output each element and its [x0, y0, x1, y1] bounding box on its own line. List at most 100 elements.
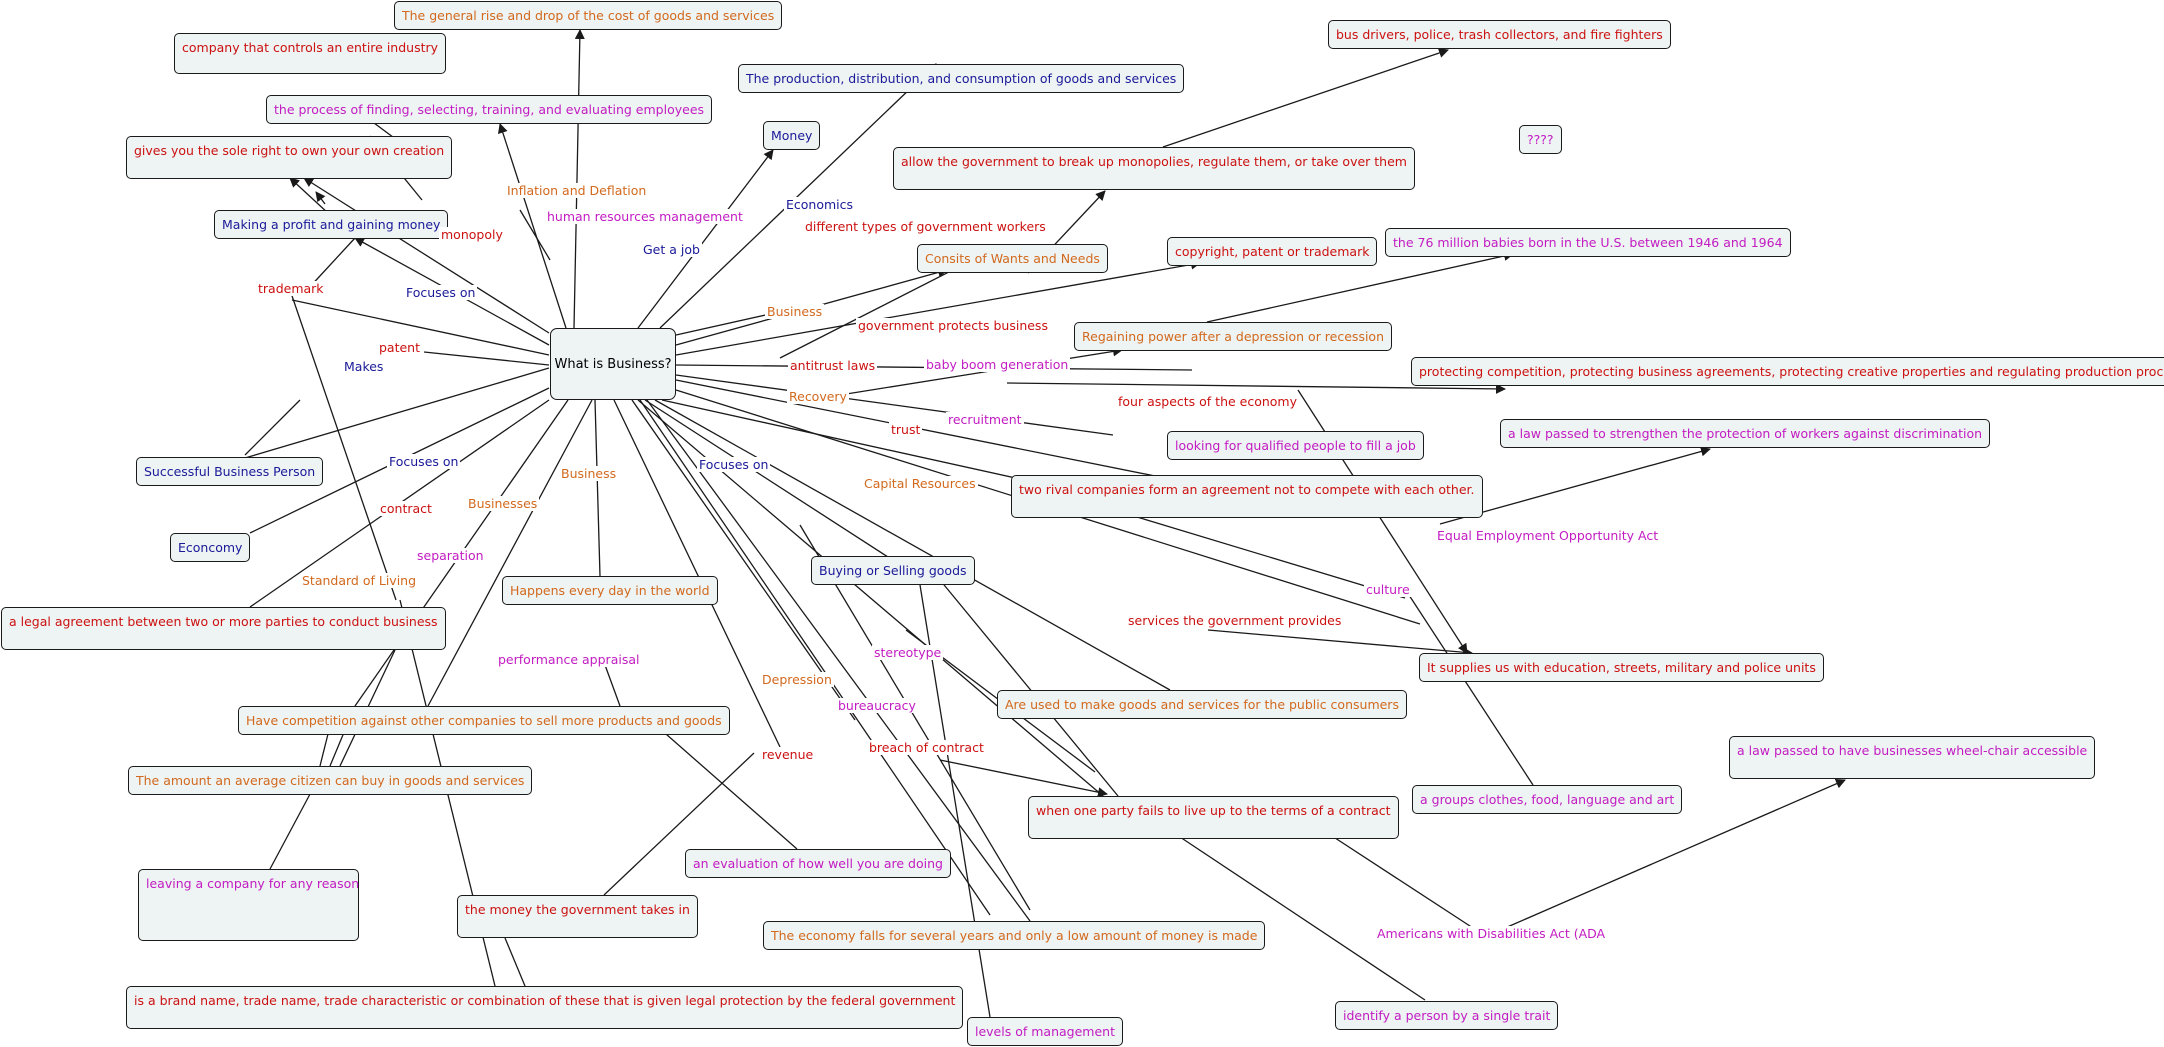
connector-line [1006, 382, 1506, 394]
label-stereotype: stereotype [872, 645, 944, 660]
node-economy-falls[interactable]: The economy falls for several years and … [763, 921, 1266, 950]
node-econcomy[interactable]: Econcomy [170, 533, 251, 562]
label-ada: Americans with Disabilities Act (ADA [1375, 926, 1608, 941]
label-perf-appraisal: performance appraisal [496, 652, 642, 667]
node-sole-right[interactable]: gives you the sole right to own your own… [126, 136, 453, 179]
connector-line [289, 289, 397, 601]
node-levels[interactable]: levels of management [967, 1017, 1123, 1046]
label-trademark: trademark [256, 281, 326, 296]
label-makes: Makes [342, 359, 386, 374]
label-diff-types: different types of government workers [803, 219, 1048, 234]
label-antitrust: antitrust laws [788, 358, 878, 373]
node-competition[interactable]: Have competition against other companies… [238, 706, 730, 735]
node-allow-gov[interactable]: allow the government to break up monopol… [893, 147, 1415, 190]
node-successful[interactable]: Successful Business Person [136, 457, 324, 486]
connector-line [315, 191, 326, 205]
label-inflation: Inflation and Deflation [505, 183, 649, 198]
connector-line [646, 399, 1031, 922]
node-babies[interactable]: the 76 million babies born in the U.S. b… [1385, 228, 1791, 257]
label-business-1: Business [765, 304, 825, 319]
node-supplies[interactable]: It supplies us with education, streets, … [1419, 653, 1824, 682]
connector-line [1406, 591, 1534, 786]
node-amount-citizen[interactable]: The amount an average citizen can buy in… [128, 766, 533, 795]
connector-line [1179, 836, 1426, 1001]
connector-line [939, 759, 1108, 798]
node-leaving[interactable]: leaving a company for any reason [138, 869, 359, 941]
label-business-2: Business [559, 466, 619, 481]
connector-line [244, 399, 301, 456]
node-identify[interactable]: identify a person by a single trait [1335, 1001, 1559, 1030]
label-baby-boom: baby boom generation [924, 357, 1071, 372]
connector-line [675, 259, 1201, 356]
label-get-job: Get a job [641, 242, 702, 257]
connector-line [675, 311, 780, 336]
node-regaining[interactable]: Regaining power after a depression or re… [1074, 322, 1392, 351]
label-services-gov: services the government provides [1126, 613, 1344, 628]
node-buying-selling[interactable]: Buying or Selling goods [811, 556, 975, 585]
connector-line [603, 752, 755, 896]
connector-line [649, 719, 798, 850]
connector-line [799, 524, 1031, 911]
label-culture: culture [1364, 582, 1412, 597]
node-law-wheel[interactable]: a law passed to have businesses wheel-ch… [1729, 736, 2096, 779]
node-company-controls[interactable]: company that controls an entire industry [174, 33, 447, 74]
connector-line [1504, 779, 1846, 929]
connector-line [939, 579, 1119, 797]
connector-line [659, 63, 937, 329]
node-evaluation[interactable]: an evaluation of how well you are doing [685, 849, 951, 878]
node-making-profit[interactable]: Making a profit and gaining money [214, 210, 449, 239]
node-law-discrim[interactable]: a law passed to strengthen the protectio… [1500, 419, 1991, 448]
connector-line [613, 399, 781, 748]
connector-line [519, 209, 551, 261]
node-legal-agreement[interactable]: a legal agreement between two or more pa… [1, 607, 446, 650]
node-protecting[interactable]: protecting competition, protecting busin… [1411, 357, 2164, 386]
node-happens[interactable]: Happens every day in the world [502, 576, 718, 605]
connector-line [1206, 251, 1514, 323]
connector-line [1207, 629, 1473, 658]
node-cost-goods[interactable]: The general rise and drop of the cost of… [394, 1, 783, 30]
node-money-gov[interactable]: the money the government takes in [457, 895, 698, 938]
node-question-marks[interactable]: ???? [1519, 125, 1562, 154]
node-money[interactable]: Money [763, 121, 821, 150]
label-patent: patent [377, 340, 423, 355]
connector-line [839, 346, 1123, 396]
connector-line [303, 177, 550, 334]
node-process-hr[interactable]: the process of finding, selecting, train… [266, 95, 713, 124]
node-two-rival[interactable]: two rival companies form an agreement no… [1011, 475, 1483, 518]
node-fails-terms[interactable]: when one party fails to live up to the t… [1028, 796, 1399, 839]
connector-line [291, 299, 550, 356]
node-brand-name[interactable]: is a brand name, trade name, trade chara… [126, 986, 964, 1029]
label-eeoa: Equal Employment Opportunity Act [1435, 528, 1661, 543]
label-contract: contract [378, 501, 434, 516]
label-standard-living: Standard of Living [300, 573, 419, 588]
label-trust: trust [889, 422, 923, 437]
connector-line [661, 399, 1071, 493]
label-depression: Depression [760, 672, 834, 687]
node-groups-clothes[interactable]: a groups clothes, food, language and art [1412, 785, 1683, 814]
connector-line [594, 399, 601, 577]
central-concept-node[interactable]: What is Business? [550, 328, 676, 400]
label-breach: breach of contract [867, 740, 986, 755]
connector-line [498, 123, 567, 329]
connector-line [423, 351, 550, 366]
connector-line [1328, 833, 1474, 929]
connector-line [244, 367, 550, 459]
label-separation: separation [415, 548, 486, 563]
node-production[interactable]: The production, distribution, and consum… [738, 64, 1185, 93]
connector-line [637, 149, 774, 329]
label-focuses-on-2: Focuses on [387, 454, 461, 469]
connector-line [1136, 516, 1406, 599]
node-looking[interactable]: looking for qualified people to fill a j… [1167, 431, 1424, 460]
node-bus-drivers[interactable]: bus drivers, police, trash collectors, a… [1328, 20, 1671, 49]
label-recovery: Recovery [787, 389, 849, 404]
node-wants-needs[interactable]: Consits of Wants and Needs [917, 244, 1108, 273]
connector-line [427, 399, 593, 707]
connector-line [644, 399, 906, 569]
connector-line [504, 937, 526, 987]
node-copyright[interactable]: copyright, patent or trademark [1167, 237, 1378, 266]
node-used-make[interactable]: Are used to make goods and services for … [997, 690, 1407, 719]
label-monopoly: monopoly [439, 227, 505, 242]
connector-line [1162, 48, 1449, 148]
connector-line [604, 664, 621, 707]
